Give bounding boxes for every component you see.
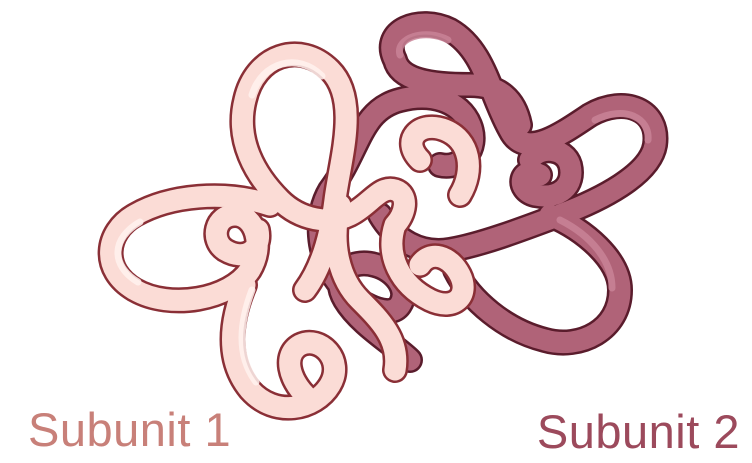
- subunit-1-label: Subunit 1: [28, 406, 231, 453]
- subunit-2-label: Subunit 2: [537, 408, 740, 455]
